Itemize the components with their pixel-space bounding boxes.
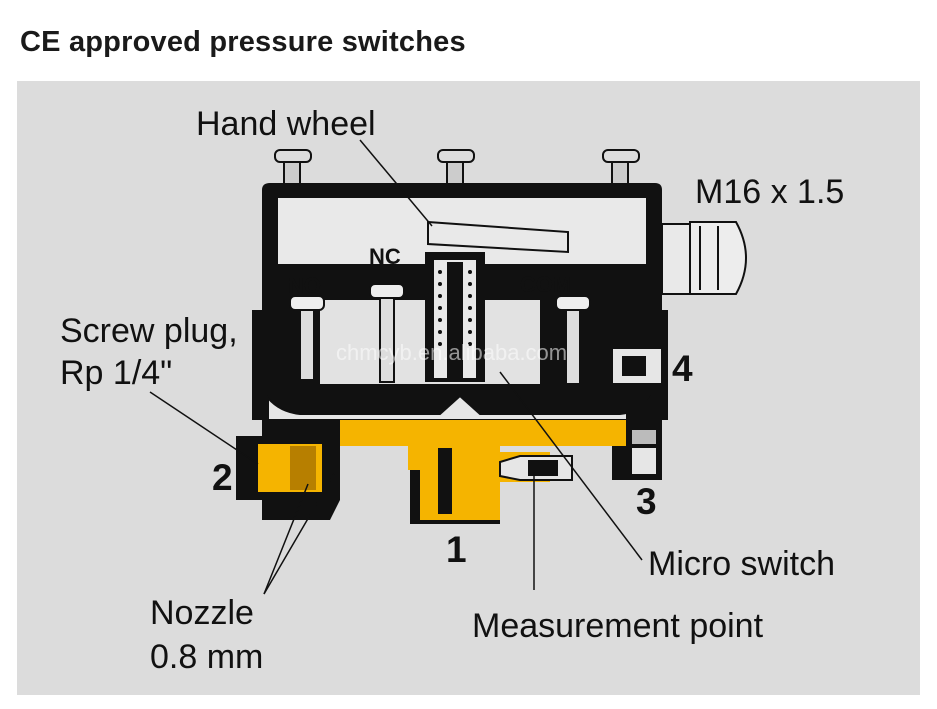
label-m16: M16 x 1.5 — [695, 173, 844, 211]
hand-wheel-lever — [427, 220, 569, 254]
label-nc: NC — [369, 244, 401, 269]
leader-lines — [149, 139, 643, 595]
label-nozzle-line2: 0.8 mm — [150, 638, 263, 676]
measurement-fitting — [499, 455, 573, 481]
label-port-4: 4 — [672, 348, 693, 389]
label-micro-switch: Micro switch — [648, 545, 835, 583]
spring — [425, 252, 485, 382]
cable-gland — [661, 221, 747, 295]
label-nozzle-line1: Nozzle — [150, 594, 254, 632]
watermark-text: chmcyb.en.alibaba.com — [336, 340, 567, 365]
pressure-channel — [236, 420, 650, 520]
top-screw-right — [602, 149, 640, 187]
label-port-1: 1 — [446, 529, 467, 570]
label-screw-plug-line2: Rp 1/4" — [60, 354, 172, 392]
diaphragm — [267, 394, 651, 421]
terminal-nc — [369, 283, 405, 383]
top-screw-left — [274, 149, 312, 187]
top-screw-middle — [437, 149, 475, 187]
label-no: NO — [288, 273, 321, 298]
label-port-2: 2 — [212, 457, 233, 498]
label-port-3: 3 — [636, 481, 657, 522]
terminal-com — [555, 295, 591, 385]
page-title: CE approved pressure switches — [20, 26, 466, 58]
port-4-fitting — [611, 347, 663, 385]
port-3-fitting — [626, 400, 662, 480]
label-hand-wheel: Hand wheel — [196, 105, 376, 143]
terminal-no — [289, 295, 325, 381]
label-com: COM — [520, 272, 571, 297]
label-screw-plug-line1: Screw plug, — [60, 312, 238, 350]
label-measurement-point: Measurement point — [472, 607, 764, 645]
